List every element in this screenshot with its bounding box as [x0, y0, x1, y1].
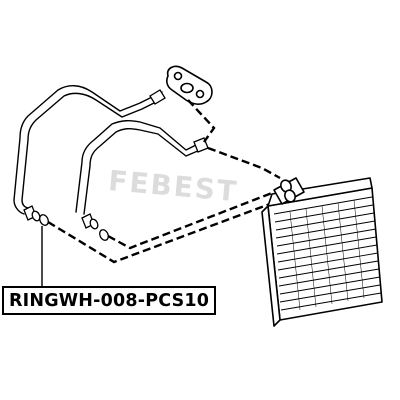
pipe-inner-fitting: [81, 137, 209, 241]
heater-core-fin-hatch: [289, 199, 365, 311]
watermark-logo: FEBEST: [107, 164, 239, 208]
dashed-connectors: [47, 99, 291, 264]
pipe-flange: [166, 65, 213, 105]
part-number-label: RINGWH-008-PCS10: [2, 286, 217, 315]
heater-core: [261, 177, 383, 327]
heater-pipe-inner: [75, 119, 201, 215]
heater-pipe-outer: [13, 85, 165, 215]
pipe-outer-fitting: [23, 89, 166, 226]
